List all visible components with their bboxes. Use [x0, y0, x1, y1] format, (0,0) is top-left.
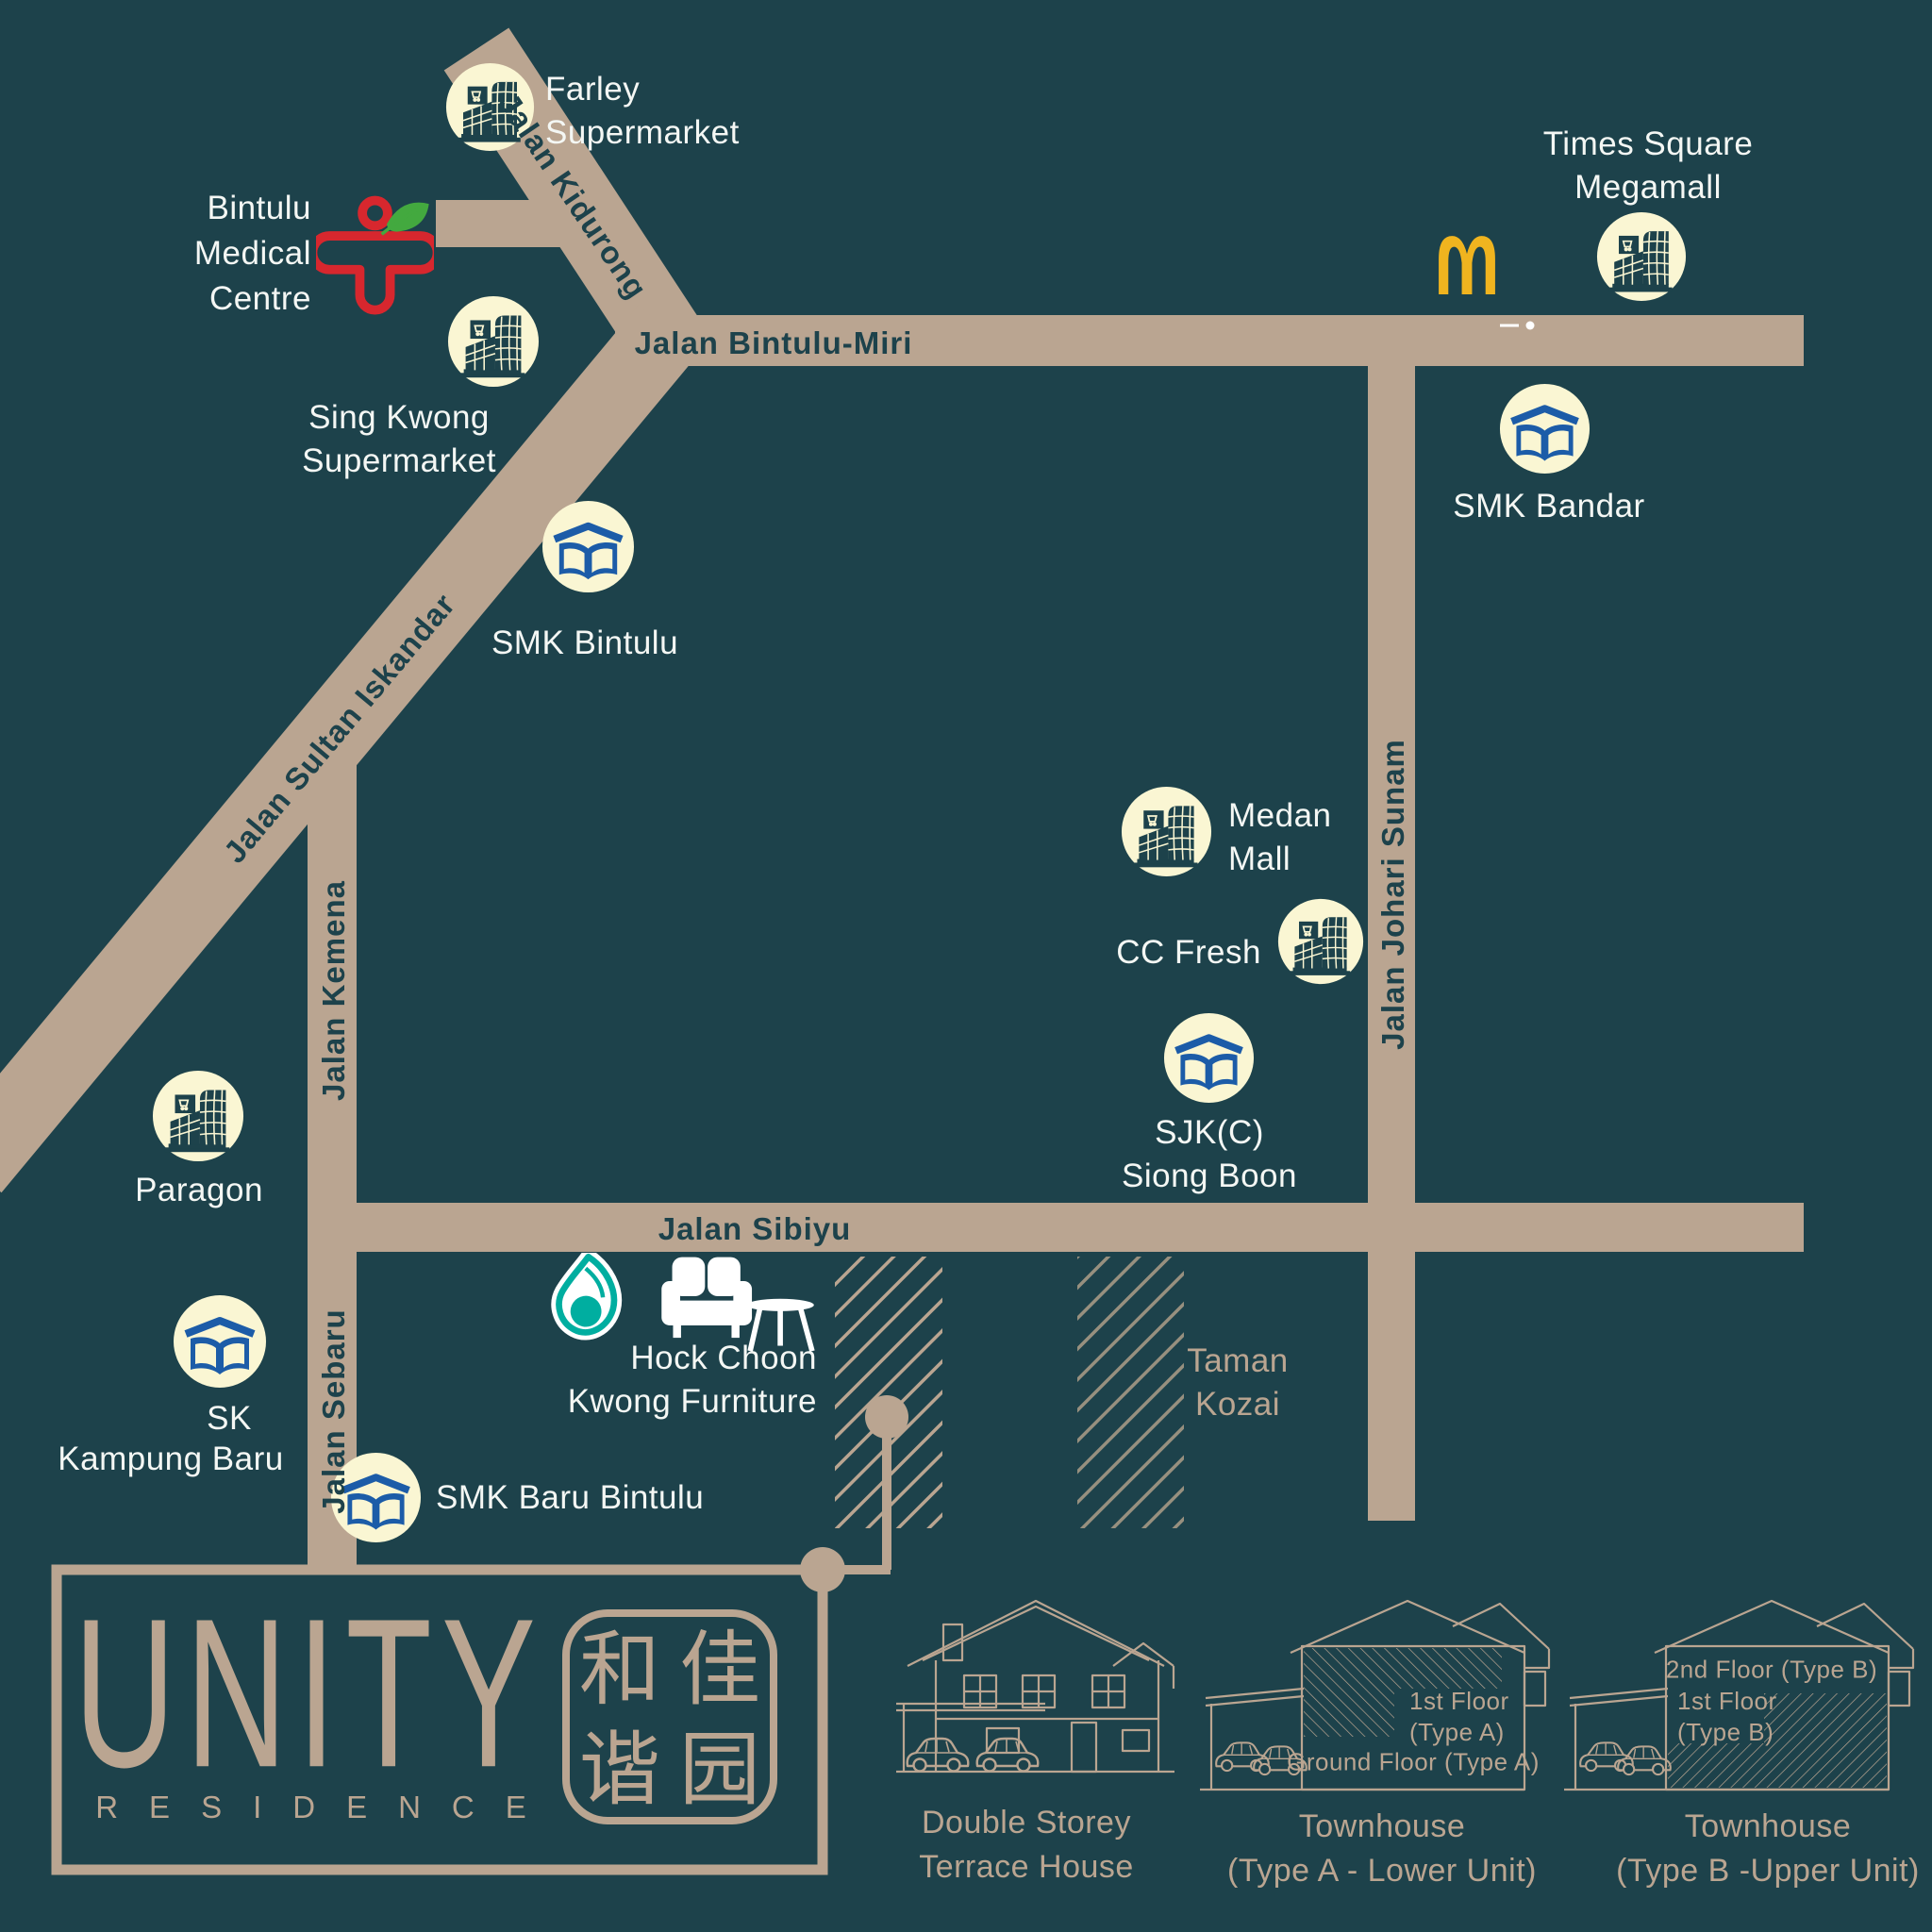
logo-brand-name: UNITY [74, 1574, 545, 1812]
taman-kozai-label: Taman Kozai [1187, 1342, 1289, 1423]
smk-baru-bintulu-label: SMK Baru Bintulu [436, 1479, 705, 1516]
terrace-house-illustration [896, 1599, 1175, 1774]
road-network [0, 27, 1804, 1568]
sk-kampung-baru-label-line2: Kampung Baru [58, 1441, 284, 1477]
sjk-siong-boon-label: SJK(C) Siong Boon [1122, 1114, 1297, 1194]
type-a-1st-floor-label: 1st Floor (Type A) [1409, 1687, 1509, 1746]
logo-chinese-char-1: 和 [579, 1623, 660, 1717]
smk-bintulu-label: SMK Bintulu [491, 625, 679, 661]
sk-kampung-baru-label-line1: SK [207, 1400, 252, 1437]
road-label-sultan-iskandar: Jalan Sultan Iskandar [216, 586, 462, 870]
townhouse-type-a-illustration [1200, 1599, 1551, 1791]
logo-frame [51, 1564, 828, 1875]
road-label-bintulu-miri: Jalan Bintulu-Miri [634, 325, 913, 360]
road-label-johari-sunam: Jalan Johari Sunam [1375, 739, 1410, 1050]
type-a-ground-floor-label: Ground Floor (Type A) [1287, 1747, 1540, 1776]
logo-subtitle: RESIDENCE [95, 1790, 558, 1824]
logo-chinese-char-2: 佳 [679, 1623, 760, 1717]
hock-choon-label: Hock Choon Kwong Furniture [567, 1340, 817, 1420]
road-label-kemena: Jalan Kemena [316, 880, 351, 1101]
cc-fresh-label: CC Fresh [1116, 934, 1261, 971]
logo-chinese-char-4: 园 [679, 1723, 760, 1817]
medan-mall-label: Medan Mall [1228, 797, 1332, 877]
logo-chinese-char-3: 谐 [579, 1723, 660, 1817]
logo-chinese-box [562, 1609, 777, 1824]
taman-kozai-hatched-area [1077, 1257, 1184, 1528]
type-b-2nd-floor-label: 2nd Floor (Type B) [1665, 1655, 1878, 1684]
bintulu-medical-label: Bintulu Medical Centre [193, 190, 311, 317]
sing-kwong-label: Sing Kwong Supermarket [302, 399, 496, 479]
road-label-sibiyu: Jalan Sibiyu [658, 1211, 852, 1246]
times-square-label: Times Square Megamall [1542, 125, 1754, 206]
townhouse-b-caption: Townhouse (Type B -Upper Unit) [1616, 1808, 1920, 1889]
smk-bandar-label: SMK Bandar [1453, 488, 1645, 525]
townhouse-type-b-illustration [1564, 1599, 1915, 1791]
farley-label: Farley Supermarket [545, 71, 740, 151]
road-label-sebaru: Jalan Sebaru [316, 1308, 351, 1514]
road-divider-mark [1500, 321, 1535, 330]
townhouse-a-caption: Townhouse (Type A - Lower Unit) [1227, 1808, 1537, 1889]
terrace-house-caption: Double Storey Terrace House [919, 1805, 1134, 1885]
type-b-1st-floor-label: 1st Floor (Type B) [1677, 1687, 1777, 1746]
paragon-label: Paragon [135, 1172, 263, 1208]
